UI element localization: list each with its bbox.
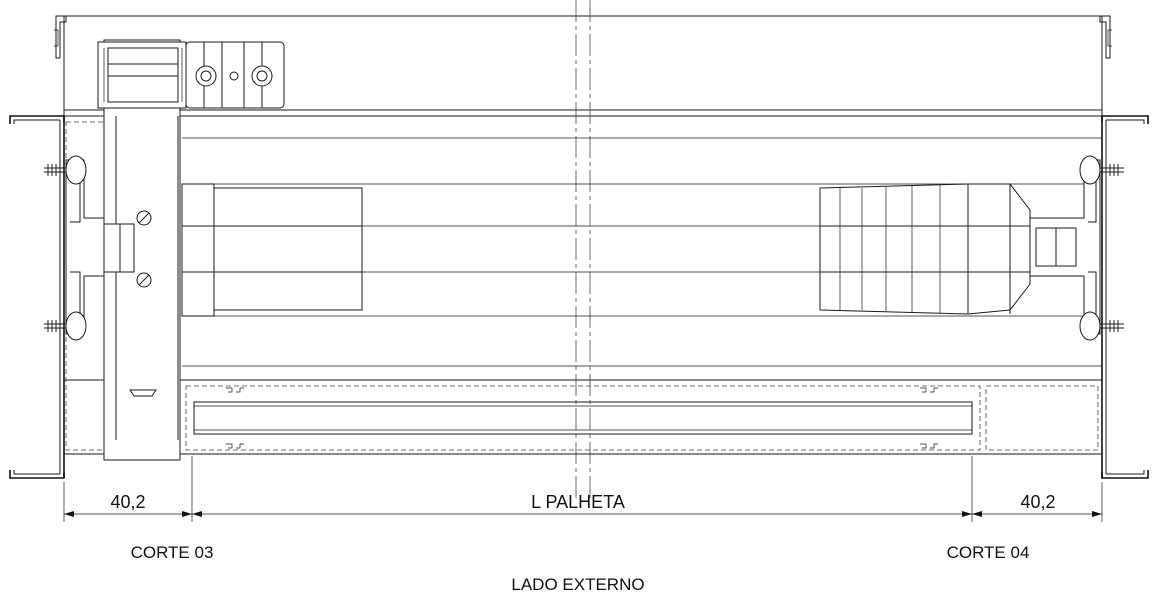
dimension-lines	[63, 456, 1103, 522]
control-module	[185, 41, 285, 109]
label-corte-04: CORTE 04	[947, 543, 1030, 562]
label-lado-externo: LADO EXTERNO	[511, 575, 644, 594]
dimension-right: 40,2	[1020, 492, 1055, 512]
right-bracket	[1029, 159, 1101, 335]
right-end-cap	[819, 183, 1031, 315]
label-corte-03: CORTE 03	[131, 543, 214, 562]
top-housing	[54, 15, 1112, 117]
center-axis	[575, 0, 591, 500]
dimension-center: L PALHETA	[531, 492, 625, 512]
right-frame-profile	[1101, 115, 1149, 479]
right-wall-screws	[1079, 155, 1124, 341]
left-frame-profile	[9, 115, 65, 479]
dimension-left: 40,2	[110, 492, 145, 512]
left-wall-screws	[44, 155, 87, 341]
left-bracket	[65, 39, 187, 461]
left-adapter	[181, 183, 363, 317]
slat	[193, 387, 973, 449]
